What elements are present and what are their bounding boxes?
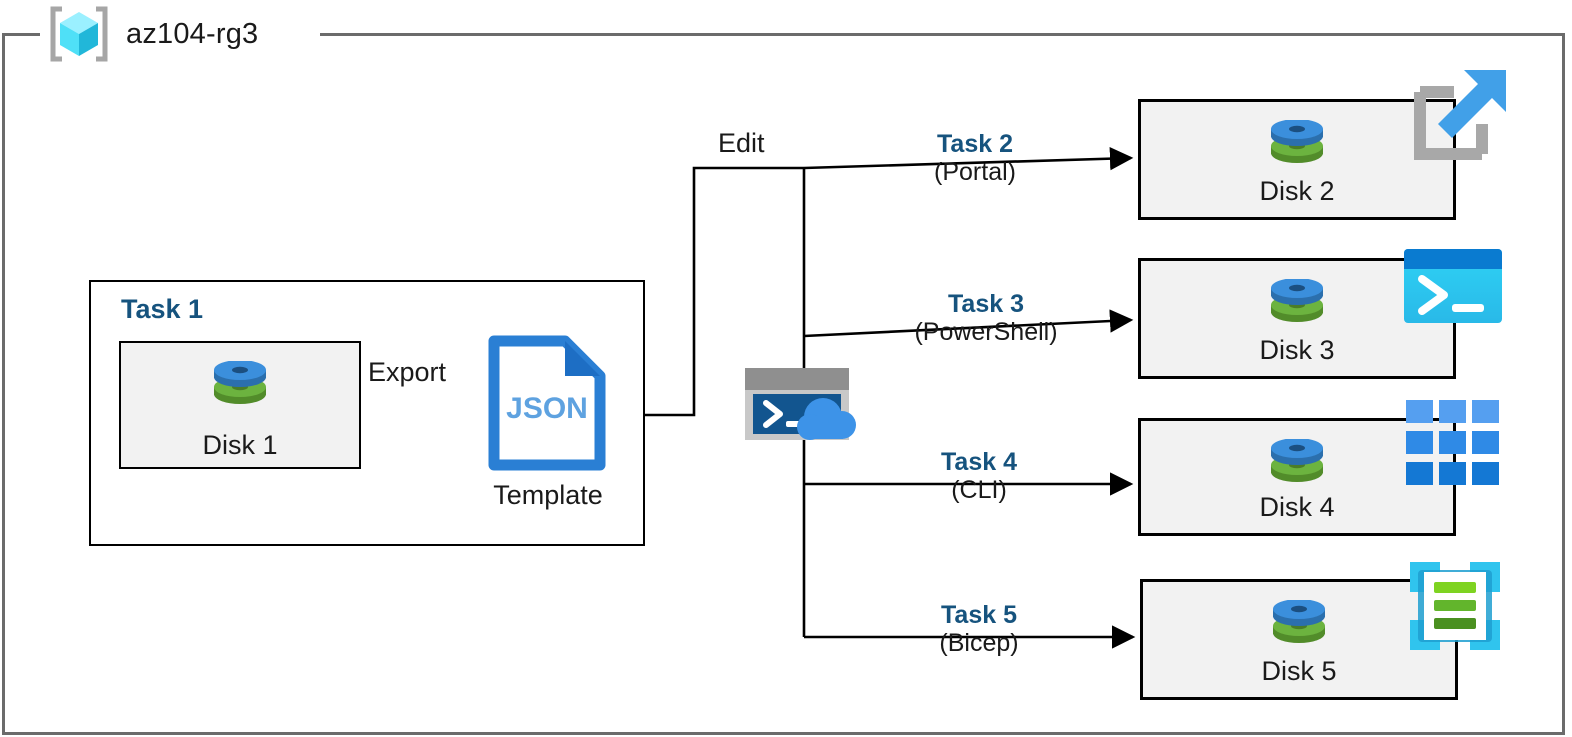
template-caption: Template <box>493 480 603 510</box>
managed-disk-icon <box>1266 438 1328 499</box>
task5-edge-label: Task 5 (Bicep) <box>866 601 1092 658</box>
managed-disk-icon <box>1266 278 1328 339</box>
resource-group-frame <box>2 33 1565 735</box>
task4-edge-label: Task 4 (CLI) <box>866 448 1092 505</box>
edit-edge-label: Edit <box>718 128 765 158</box>
powershell-console-icon <box>1404 249 1502 323</box>
task1-label: Task 1 <box>121 294 204 324</box>
managed-disk-icon <box>209 360 271 421</box>
azure-portal-launch-icon <box>1406 66 1512 170</box>
task3-tool: (PowerShell) <box>914 318 1058 346</box>
task5-title: Task 5 <box>941 601 1017 629</box>
task5-tool: (Bicep) <box>939 629 1019 657</box>
disk5-caption: Disk 5 <box>1261 656 1337 686</box>
managed-disk-icon <box>1266 119 1328 180</box>
bicep-file-icon <box>1406 558 1504 654</box>
disk2-box[interactable]: Disk 2 <box>1138 99 1456 220</box>
svg-text:JSON: JSON <box>506 392 588 425</box>
task2-tool: (Portal) <box>934 158 1016 186</box>
disk3-box[interactable]: Disk 3 <box>1138 258 1456 379</box>
disk2-caption: Disk 2 <box>1259 176 1335 206</box>
disk4-box[interactable]: Disk 4 <box>1138 418 1456 536</box>
managed-disk-icon <box>1268 599 1330 660</box>
task2-title: Task 2 <box>937 130 1013 158</box>
disk4-caption: Disk 4 <box>1259 492 1335 522</box>
task3-title: Task 3 <box>948 290 1024 318</box>
disk1-caption: Disk 1 <box>202 430 278 460</box>
disk1-box[interactable]: Disk 1 <box>119 341 361 469</box>
template-node[interactable]: JSON Template <box>487 334 607 510</box>
azure-resource-group-cube-icon <box>46 3 112 65</box>
task4-tool: (CLI) <box>951 476 1007 504</box>
disk3-caption: Disk 3 <box>1259 335 1335 365</box>
json-file-icon: JSON <box>487 335 607 476</box>
task4-title: Task 4 <box>941 448 1017 476</box>
resource-group-header: az104-rg3 <box>46 2 258 66</box>
task3-edge-label: Task 3 (PowerShell) <box>866 290 1106 347</box>
export-edge-label: Export <box>368 357 447 387</box>
task2-edge-label: Task 2 (Portal) <box>862 130 1088 187</box>
resource-group-name: az104-rg3 <box>126 17 259 50</box>
cloud-shell-icon <box>744 367 864 441</box>
azure-cli-grid-icon <box>1406 400 1500 486</box>
